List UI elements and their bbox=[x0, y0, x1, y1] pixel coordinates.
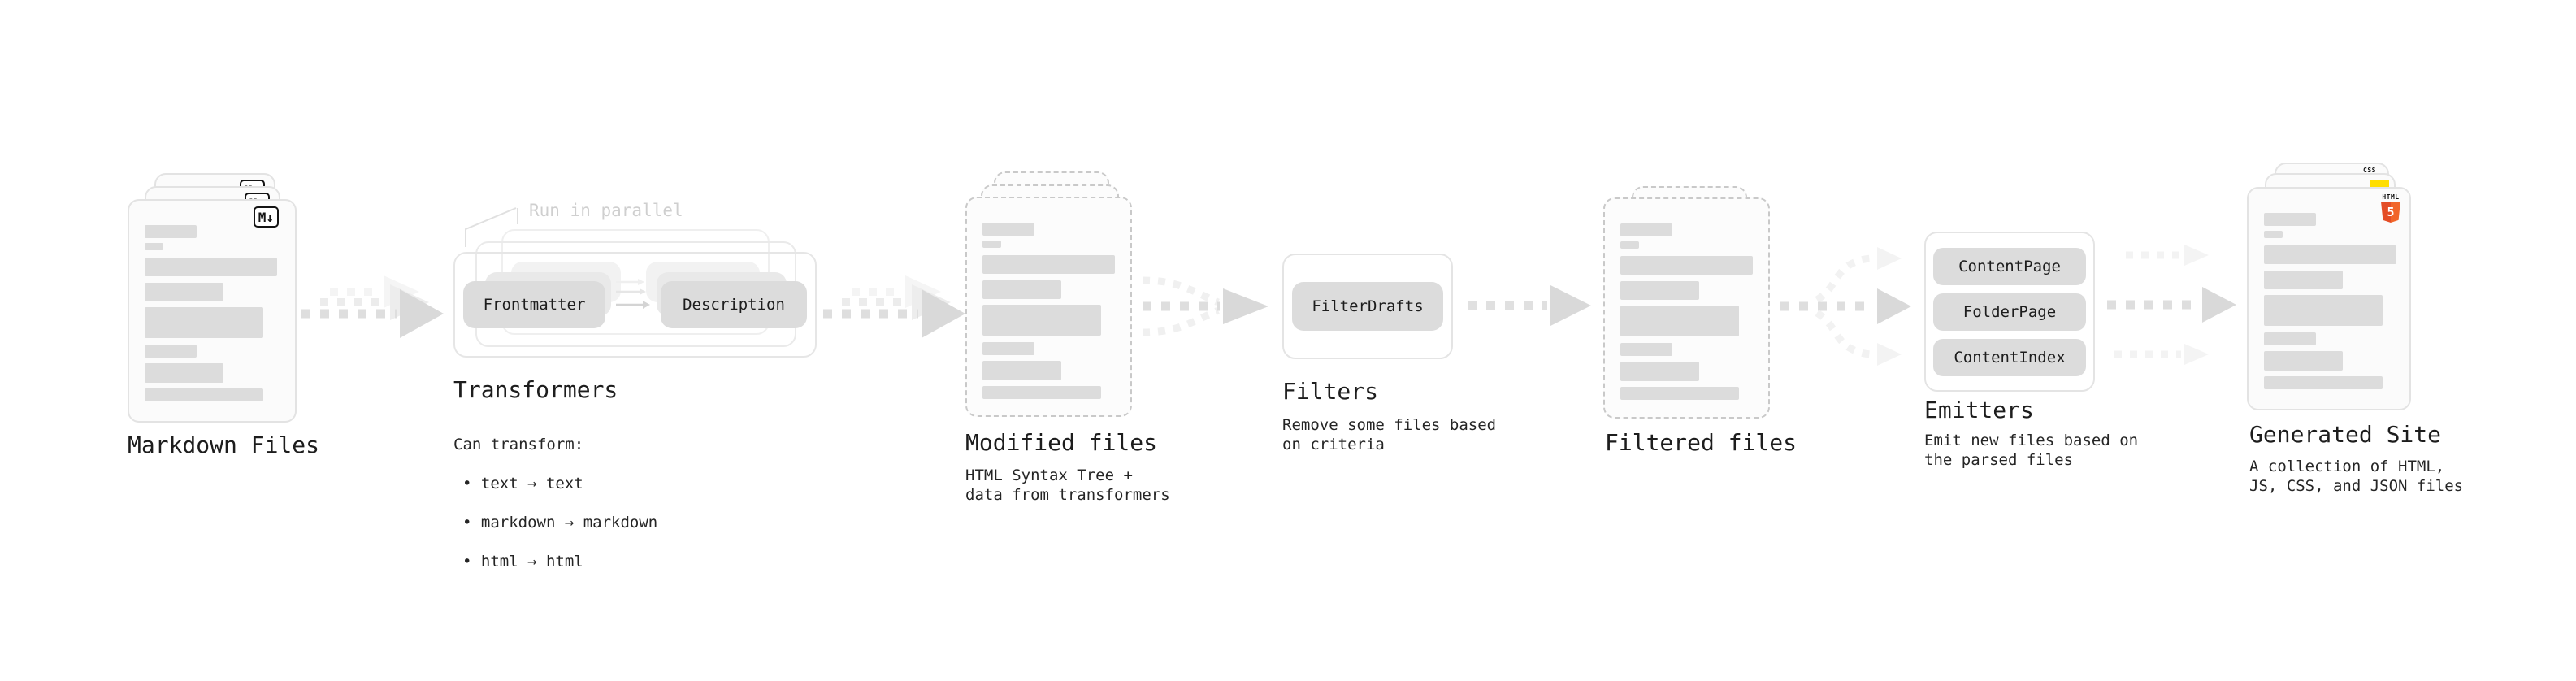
html-file-card: HTML 5 bbox=[2247, 187, 2411, 410]
skeleton-line bbox=[2264, 213, 2316, 226]
skeleton-line bbox=[1620, 256, 1753, 275]
filters-description: Remove some files based on criteria bbox=[1282, 416, 1497, 453]
skeleton-line bbox=[1620, 281, 1699, 300]
flow-arrow-icon bbox=[1468, 285, 1591, 326]
skeleton-line bbox=[145, 258, 277, 276]
stage-emitters: ContentPage FolderPage ContentIndex bbox=[1924, 232, 2095, 392]
run-in-parallel-note: Run in parallel bbox=[529, 201, 683, 220]
skeleton-line bbox=[1620, 343, 1672, 356]
skeleton-line bbox=[145, 307, 263, 338]
skeleton-line bbox=[2264, 376, 2383, 389]
flow-arrow-icon bbox=[823, 275, 965, 338]
modified-file-card bbox=[965, 197, 1132, 417]
modified-files-description: HTML Syntax Tree + data from transformer… bbox=[965, 466, 1170, 504]
skeleton-line bbox=[145, 225, 197, 238]
stage-transformers: Frontmatter Description bbox=[453, 229, 817, 358]
skeleton-line bbox=[2264, 271, 2343, 289]
fan-in-arrow-icon bbox=[1142, 276, 1268, 336]
skeleton-line bbox=[982, 255, 1115, 274]
parallel-arrows-icon bbox=[616, 279, 650, 309]
contentpage-box: ContentPage bbox=[1933, 247, 2086, 285]
parallel-flow-arrows-icon bbox=[2107, 245, 2236, 365]
stage-modified-files bbox=[965, 171, 1132, 417]
flow-arrow-icon bbox=[301, 275, 444, 338]
skeleton-line bbox=[1620, 362, 1699, 381]
skeleton-line bbox=[1620, 223, 1672, 236]
contentindex-box: ContentIndex bbox=[1933, 338, 2086, 376]
skeleton-line bbox=[2264, 245, 2396, 264]
filtered-files-label: Filtered files bbox=[1605, 429, 1798, 456]
stage-filtered-files bbox=[1603, 186, 1770, 419]
modified-files-label: Modified files bbox=[965, 429, 1158, 456]
skeleton-line bbox=[145, 283, 223, 301]
description-box: Description bbox=[661, 281, 807, 328]
skeleton-line bbox=[982, 361, 1061, 380]
skeleton-line bbox=[982, 241, 1001, 248]
stage-markdown-files: M↓ M↓ M↓ bbox=[128, 173, 297, 423]
skeleton-line bbox=[1620, 306, 1739, 336]
filterdrafts-box: FilterDrafts bbox=[1292, 282, 1443, 331]
skeleton-line bbox=[145, 388, 263, 401]
filtered-file-card bbox=[1603, 197, 1770, 419]
skeleton-line bbox=[982, 223, 1034, 236]
generated-site-description: A collection of HTML, JS, CSS, and JSON … bbox=[2249, 458, 2464, 495]
transformers-description: Can transform: • text → text • markdown … bbox=[453, 415, 657, 591]
stage-generated-site: CSS HTML 5 bbox=[2247, 163, 2411, 410]
skeleton-line bbox=[1620, 241, 1639, 249]
emitters-label: Emitters bbox=[1924, 397, 2034, 423]
skeleton-line bbox=[145, 243, 163, 250]
generated-site-label: Generated Site bbox=[2249, 421, 2442, 448]
markdown-files-label: Markdown Files bbox=[128, 432, 320, 458]
skeleton-line bbox=[2264, 231, 2283, 238]
desc-bullet: • markdown → markdown bbox=[462, 514, 658, 531]
skeleton-line bbox=[982, 386, 1101, 399]
stage-filters: FilterDrafts bbox=[1282, 254, 1453, 359]
frontmatter-box: Frontmatter bbox=[463, 281, 605, 328]
desc-line: Can transform: bbox=[453, 436, 584, 453]
js-icon bbox=[2370, 180, 2389, 188]
fan-out-arrow-icon bbox=[1780, 247, 1911, 366]
emitters-description: Emit new files based on the parsed files bbox=[1924, 432, 2139, 469]
html5-icon: HTML 5 bbox=[2380, 193, 2401, 223]
skeleton-line bbox=[982, 305, 1101, 336]
desc-bullet: • html → html bbox=[462, 553, 583, 570]
skeleton-line bbox=[145, 363, 223, 383]
markdown-file-card: M↓ bbox=[128, 199, 297, 423]
transformer-layer-front: Frontmatter Description bbox=[453, 252, 817, 358]
markdown-icon: M↓ bbox=[253, 206, 279, 228]
transformers-label: Transformers bbox=[453, 376, 618, 403]
skeleton-line bbox=[2264, 351, 2343, 371]
skeleton-line bbox=[1620, 387, 1739, 400]
folderpage-box: FolderPage bbox=[1933, 293, 2086, 331]
callout-line-icon bbox=[465, 207, 518, 247]
skeleton-line bbox=[982, 280, 1061, 299]
skeleton-line bbox=[2264, 332, 2316, 345]
skeleton-line bbox=[145, 345, 197, 358]
skeleton-line bbox=[982, 342, 1034, 355]
desc-bullet: • text → text bbox=[462, 475, 583, 492]
filters-label: Filters bbox=[1282, 378, 1379, 405]
skeleton-line bbox=[2264, 295, 2383, 326]
